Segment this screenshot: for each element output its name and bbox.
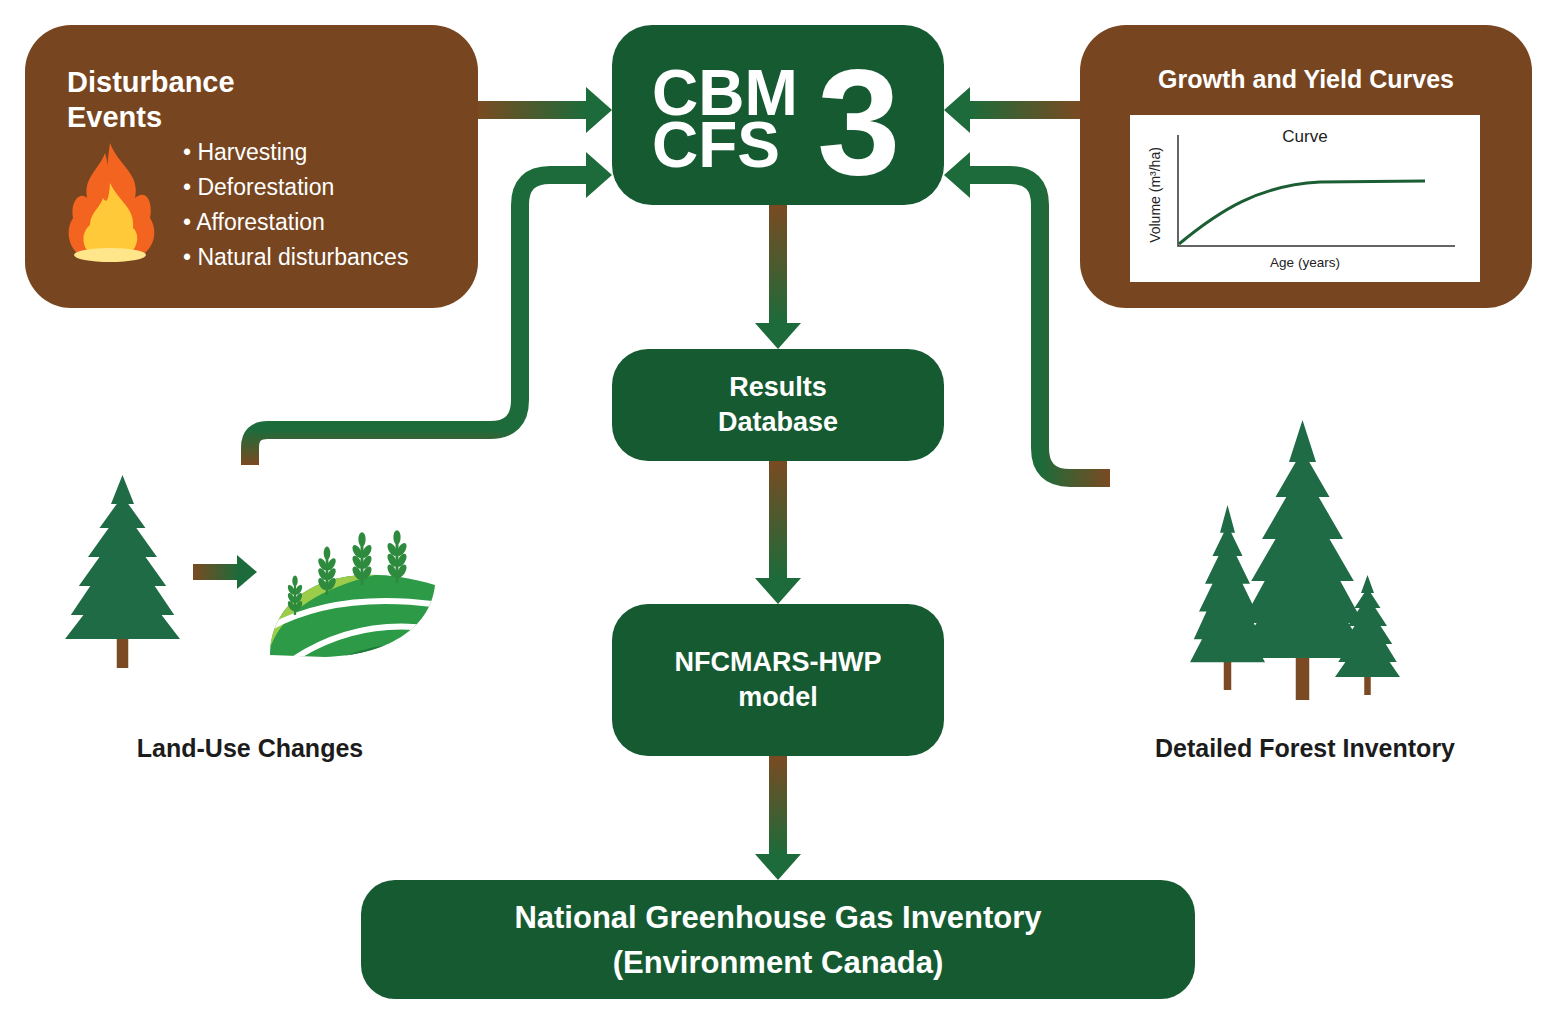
arrow-shaft bbox=[970, 101, 1080, 119]
figure-caption: Detailed Forest Inventory bbox=[1110, 731, 1500, 765]
land-use-figure: Land-Use Changes bbox=[55, 465, 445, 770]
list-item: • Harvesting bbox=[183, 137, 307, 167]
flow-arrow bbox=[755, 756, 801, 880]
arrow-head bbox=[944, 87, 970, 133]
arrow-shaft bbox=[769, 461, 787, 578]
list-item: • Afforestation bbox=[183, 207, 325, 237]
flow-arrow bbox=[755, 205, 801, 349]
flow-arrow bbox=[478, 87, 612, 133]
box-label: National Greenhouse Gas Inventory (Envir… bbox=[438, 895, 1118, 985]
chart-title: Curve bbox=[1130, 125, 1480, 149]
arrow-shaft bbox=[769, 756, 787, 854]
disturbance-panel: Disturbance Events• Harvesting • Deforest… bbox=[25, 25, 478, 308]
forest-illustration bbox=[1110, 410, 1500, 710]
arrow-head bbox=[755, 578, 801, 604]
forest-inventory-figure: Detailed Forest Inventory bbox=[1110, 410, 1500, 775]
logo-number: 3 bbox=[817, 47, 900, 197]
arrow-head bbox=[586, 87, 612, 133]
growth-yield-panel: CurveVolume (m³/ha)Age (years) Growth and… bbox=[1080, 25, 1532, 308]
process-box: Results Database bbox=[612, 349, 944, 461]
process-box: NFCMARS-HWP model bbox=[612, 604, 944, 756]
arrow-head bbox=[944, 152, 970, 198]
land-use-illustration bbox=[55, 465, 445, 725]
fire-icon bbox=[65, 143, 155, 263]
list-item: • Natural disturbances bbox=[183, 242, 408, 272]
list-item: • Deforestation bbox=[183, 172, 334, 202]
chart-panel: CurveVolume (m³/ha)Age (years) bbox=[1130, 115, 1480, 282]
arrow-shaft bbox=[769, 205, 787, 323]
arrow-head bbox=[586, 152, 612, 198]
logo-text: CBM CFS bbox=[652, 67, 822, 171]
arrow-shaft bbox=[478, 101, 586, 119]
axis-label: Volume (m³/ha) bbox=[1146, 135, 1164, 255]
panel-heading: Growth and Yield Curves bbox=[1080, 63, 1532, 95]
figure-caption: Land-Use Changes bbox=[55, 731, 445, 765]
box-label: NFCMARS-HWP model bbox=[658, 645, 898, 715]
arrow-head bbox=[755, 323, 801, 349]
panel-heading: Disturbance Events bbox=[67, 65, 297, 135]
arrow-head bbox=[755, 854, 801, 880]
box-label: Results Database bbox=[688, 370, 868, 440]
model-logo-box: CBM CFS3 bbox=[612, 25, 944, 205]
flow-arrow bbox=[755, 461, 801, 604]
axis-label: Age (years) bbox=[1130, 253, 1480, 273]
flow-arrow bbox=[944, 87, 1080, 133]
output-box: National Greenhouse Gas Inventory (Envir… bbox=[361, 880, 1195, 999]
